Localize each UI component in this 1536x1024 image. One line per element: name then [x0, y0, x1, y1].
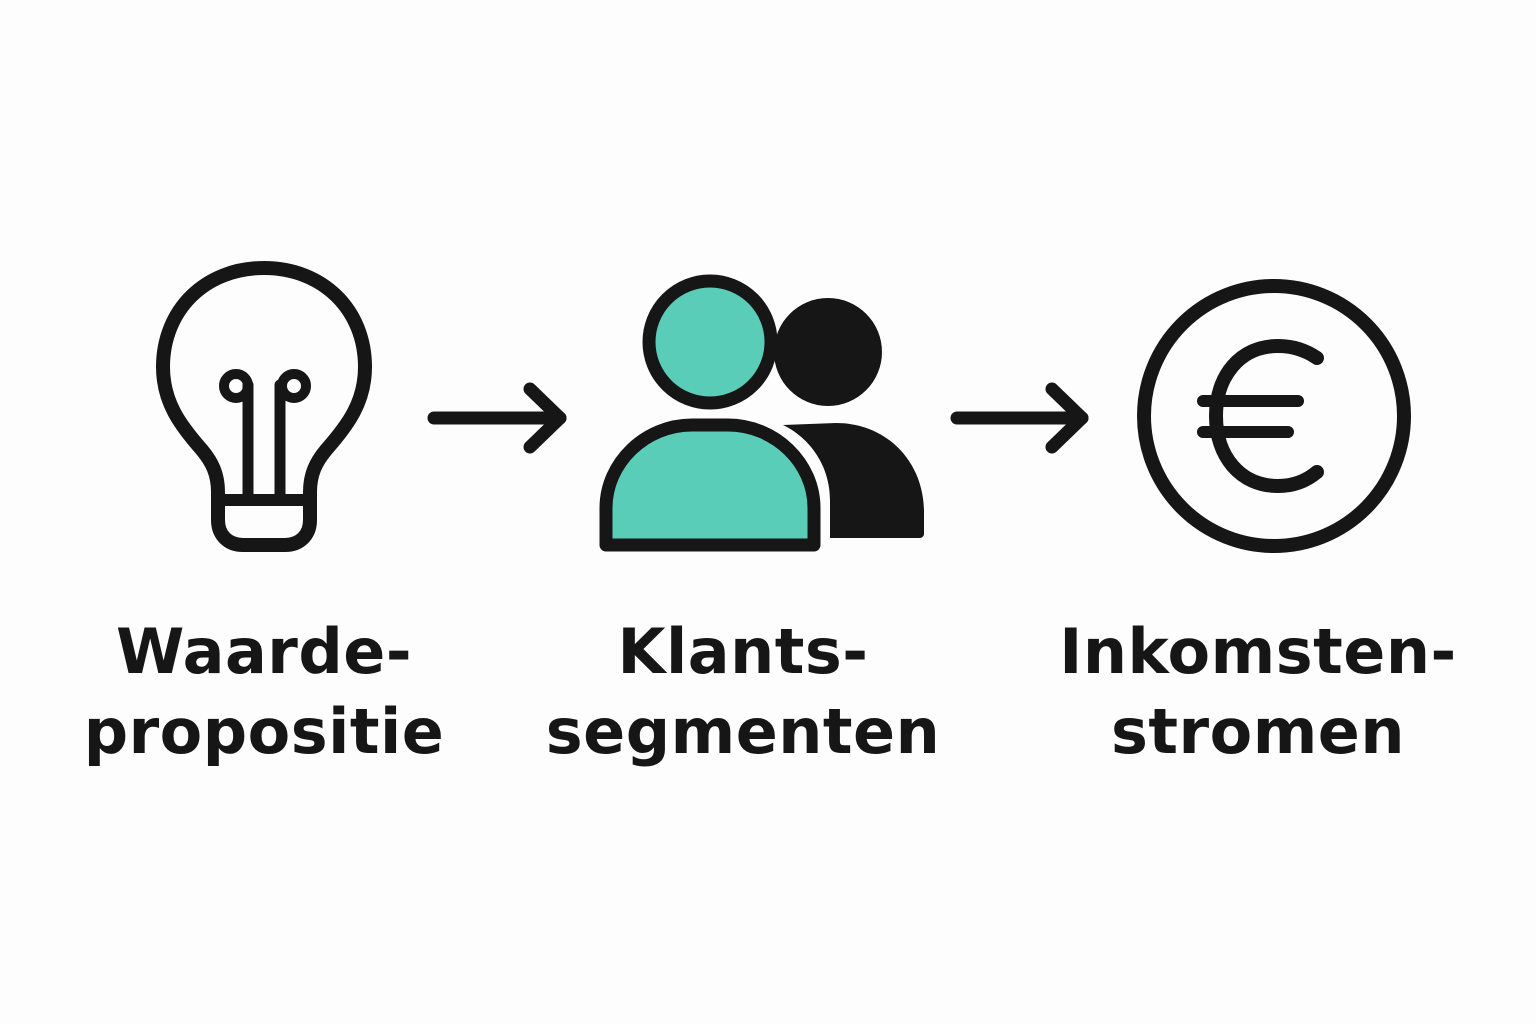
- step-label-line: Klants-: [617, 615, 869, 688]
- arrow-right-icon: [427, 382, 567, 454]
- step-label-line: segmenten: [545, 695, 941, 768]
- euro-coin-icon: [1137, 279, 1411, 553]
- step-label-line: Waarde-: [115, 615, 413, 688]
- lightbulb-icon: [156, 261, 372, 552]
- users-icon: [599, 274, 924, 552]
- step-label-line: propositie: [83, 695, 445, 768]
- step-label-revenue-streams: Inkomsten- stromen: [1048, 612, 1468, 772]
- arrow-right-icon: [950, 382, 1089, 454]
- step-label-value-proposition: Waarde- propositie: [54, 612, 474, 772]
- step-label-line: Inkomsten-: [1059, 615, 1457, 688]
- step-label-line: stromen: [1110, 695, 1405, 768]
- step-label-customer-segments: Klants- segmenten: [533, 612, 953, 772]
